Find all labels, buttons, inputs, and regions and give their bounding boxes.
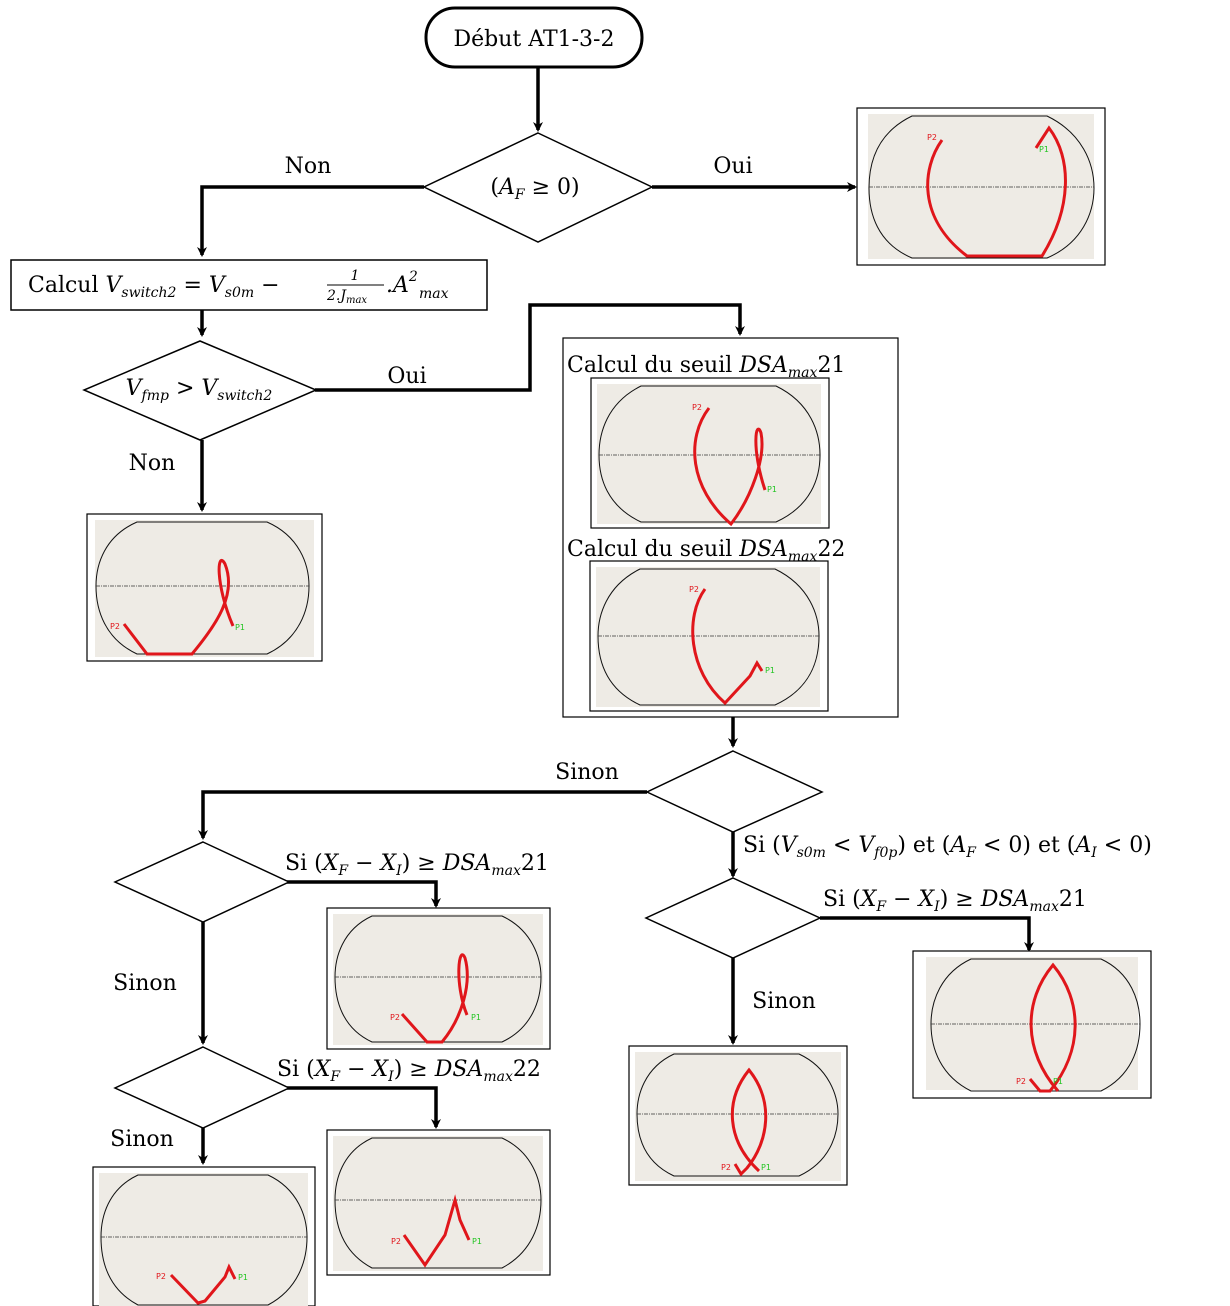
label-sinon-right: Sinon (752, 989, 816, 1014)
edge-vfmp-oui (315, 303, 745, 392)
start-label: Début AT1-3-2 (454, 27, 615, 52)
panel-bg (635, 1052, 841, 1181)
panel-bg (333, 914, 543, 1045)
p2-label: P2 (692, 403, 702, 412)
seuil-title-1: Calcul du seuil DSAmax21 (567, 353, 845, 381)
panel-outline (334, 1137, 542, 1269)
decision-dsa22-left (113, 1046, 291, 1129)
panel-bg (868, 114, 1094, 259)
decision-af-label: (AF ≥ 0) (490, 175, 579, 203)
p2-label: P2 (689, 585, 699, 594)
panel-bg (99, 1173, 308, 1306)
p1-label: P1 (761, 1163, 771, 1172)
panel-vfmp-non: P2 P1 (86, 513, 323, 662)
label-oui-top: Oui (713, 154, 752, 179)
p2-label: P2 (721, 1163, 731, 1172)
p1-label: P1 (767, 485, 777, 494)
label-sinon-b: Sinon (110, 1127, 174, 1152)
panel-outline (930, 958, 1141, 1092)
trajectory (691, 588, 764, 706)
panel-bg (597, 384, 821, 524)
trajectory (400, 953, 469, 1044)
panel-left-dsa21: P2 P1 (326, 907, 551, 1050)
decision-lower (645, 750, 824, 833)
p1-label: P1 (765, 666, 775, 675)
decision-dsa21-right (644, 877, 822, 959)
panel-outline (100, 1174, 308, 1306)
calc-a-term: .A2 (386, 269, 418, 298)
decision-vfmp (82, 340, 318, 441)
p2-label: P2 (1016, 1077, 1026, 1086)
trajectory (122, 559, 235, 656)
panel-left-dsa22: P2 P1 (326, 1129, 551, 1276)
p1-label: P1 (1039, 145, 1049, 154)
cond-dsa22-left-label: Si (XF − XI) ≥ DSAmax22 (277, 1057, 541, 1085)
label-sinon-left: Sinon (555, 760, 619, 785)
panel-af-oui: P2 P1 (856, 107, 1106, 266)
trajectory (730, 1067, 768, 1177)
panel-outline (598, 385, 821, 523)
panel-outline (636, 1053, 839, 1177)
p2-label: P2 (391, 1237, 401, 1246)
edge-dsa22-left (287, 1086, 441, 1129)
panel-outline (597, 568, 820, 706)
label-non-top: Non (285, 154, 332, 179)
label-sinon-a: Sinon (113, 971, 177, 996)
panel-outline (334, 915, 542, 1043)
cond-dsa21-right-label: Si (XF − XI) ≥ DSAmax21 (823, 887, 1087, 915)
calc-frac-num: 1 (351, 268, 360, 284)
edge-af-non (197, 185, 424, 257)
calc-vswitch-label: Calcul Vswitch2 = Vs0m − (28, 273, 280, 301)
label-oui-mid: Oui (387, 364, 426, 389)
p2-label: P2 (156, 1272, 166, 1281)
p1-label: P1 (238, 1273, 248, 1282)
panel-right-dsa21: P2 P1 (912, 950, 1152, 1099)
seuil-title-2: Calcul du seuil DSAmax22 (567, 537, 845, 565)
p2-label: P2 (390, 1013, 400, 1022)
p2-label: P2 (110, 622, 120, 631)
decision-vfmp-label: Vfmp > Vswitch2 (126, 376, 273, 404)
panel-seuil-22: P2 P1 (589, 560, 829, 712)
panel-outline (95, 521, 310, 655)
connectors (197, 67, 1034, 1165)
calc-a-sub: max (419, 286, 449, 302)
label-non-mid: Non (129, 451, 176, 476)
panel-bg (333, 1136, 543, 1271)
panel-left-sinon: P2 P1 (92, 1166, 316, 1306)
p1-label: P1 (235, 623, 245, 632)
decision-af (422, 132, 654, 243)
decision-dsa21-left (113, 841, 291, 923)
trajectory (169, 1263, 237, 1305)
panel-seuil-21: P2 P1 (590, 377, 830, 529)
trajectory (402, 1194, 471, 1268)
cond-dsa21-left-label: Si (XF − XI) ≥ DSAmax21 (285, 851, 549, 879)
p1-label: P1 (1053, 1077, 1063, 1086)
edge-dsa21-right (820, 916, 1034, 952)
panel-right-sinon: P2 P1 (628, 1045, 848, 1186)
p2-label: P2 (927, 133, 937, 142)
trajectory (926, 125, 1067, 258)
p1-label: P1 (471, 1013, 481, 1022)
p1-label: P1 (472, 1237, 482, 1246)
calc-vswitch-box (10, 259, 488, 311)
calc-frac-den: 2.Jmax (326, 288, 367, 306)
edge-dsa21-left (287, 880, 441, 908)
trajectory (693, 407, 767, 527)
start-node (424, 6, 644, 69)
panel-outline (868, 115, 1095, 259)
cond-right-label: Si (Vs0m < Vf0p) et (AF < 0) et (AI < 0) (743, 833, 1152, 861)
trajectory (1028, 962, 1077, 1093)
edge-sinon-left (198, 790, 647, 840)
